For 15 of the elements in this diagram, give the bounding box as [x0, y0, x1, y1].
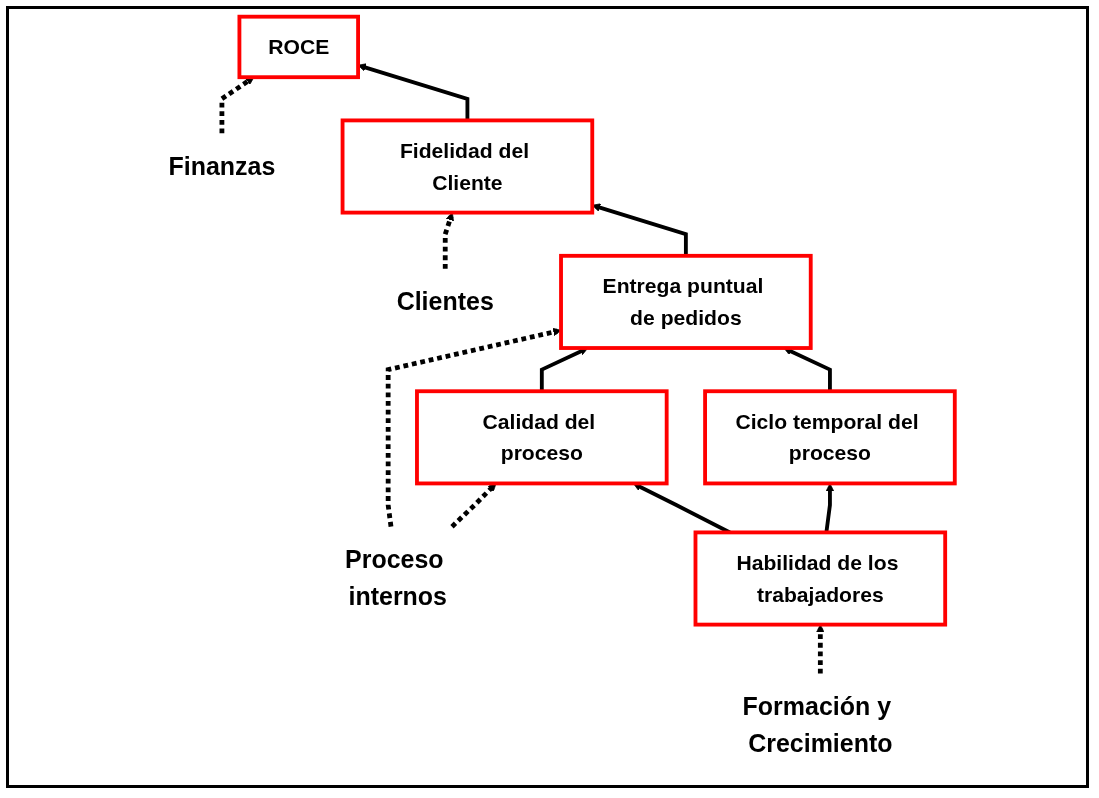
- arrow: [443, 212, 455, 269]
- node-box: Ciclo temporal del proceso: [703, 389, 957, 486]
- node-box: Fidelidad del Cliente: [340, 118, 595, 215]
- arrow: [816, 624, 825, 674]
- node-text: Clientes: [396, 287, 495, 316]
- arrow: [450, 483, 497, 529]
- node-text: Proceso internos: [345, 544, 448, 612]
- arrow: [219, 76, 255, 134]
- node-box: Calidad del proceso: [415, 389, 669, 486]
- arrow: [824, 483, 835, 533]
- node-box: ROCE: [237, 14, 361, 80]
- node-text: Formación y Crecimiento: [742, 691, 893, 759]
- node-text: Finanzas: [168, 151, 276, 181]
- node-box: Habilidad de los trabajadores: [693, 530, 948, 627]
- node-box: Entrega puntual de pedidos: [559, 253, 813, 350]
